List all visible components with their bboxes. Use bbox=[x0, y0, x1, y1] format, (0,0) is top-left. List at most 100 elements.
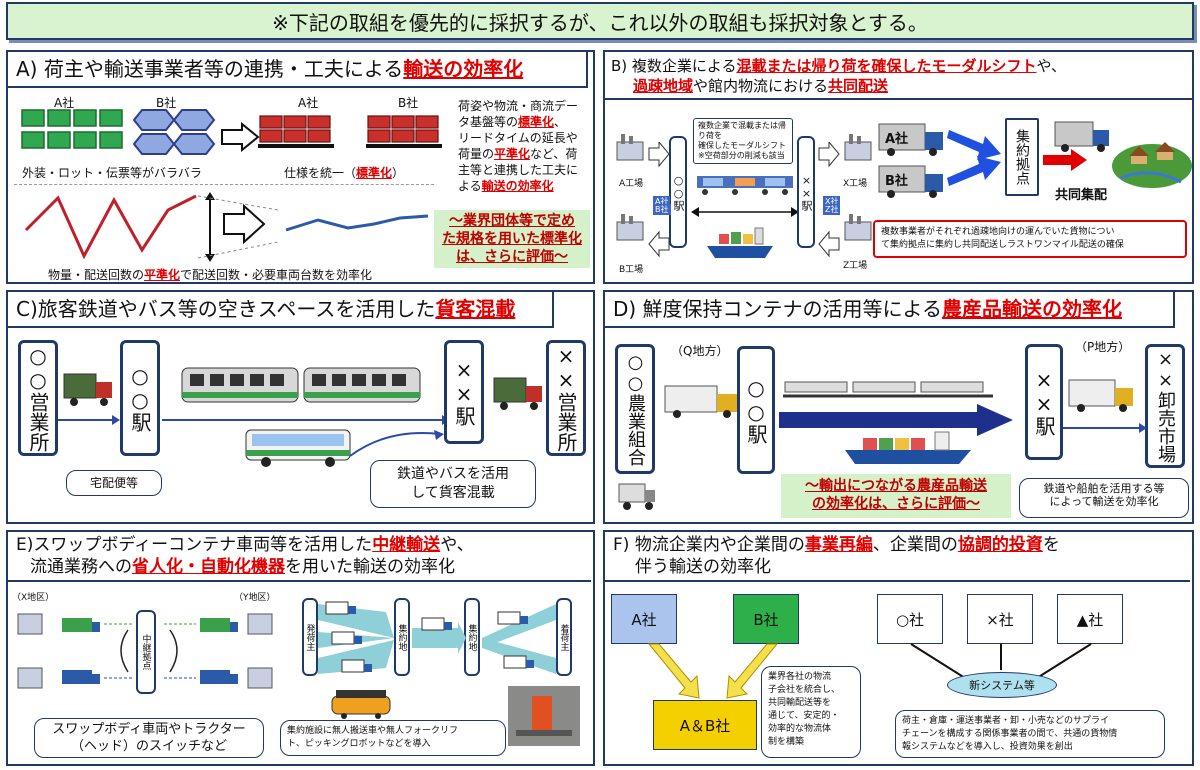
panel-d-note: 鉄道や船舶を活用する等 によって輸送を効率化 bbox=[1019, 478, 1189, 518]
company-x-box: ×社 bbox=[967, 594, 1033, 644]
station-oo: ○○駅 bbox=[669, 136, 687, 248]
truck-a-label: A社 bbox=[885, 132, 909, 147]
factory-b-icon bbox=[616, 214, 644, 241]
panel-a-title: A) 荷主や輸送事業者等の連携・工夫による輸送の効率化 bbox=[8, 52, 588, 88]
office-xx: ××営業所 bbox=[546, 340, 586, 456]
station-oo-c: ○○駅 bbox=[120, 340, 160, 456]
joint-truck-icon bbox=[1054, 121, 1109, 152]
factory-arrows-icon bbox=[648, 142, 670, 258]
hub1-box: 集約地 bbox=[394, 598, 410, 676]
factory-b-label: B工場 bbox=[619, 265, 644, 275]
station-xx: ××駅 bbox=[797, 136, 815, 248]
chart-caption: 物量・配送回数の平準化で配送回数・必要車両台数を効率化 bbox=[48, 268, 373, 282]
route-arrow-icon bbox=[58, 415, 450, 425]
big-arrow-icon bbox=[779, 404, 1013, 436]
panel-c: C)旅客鉄道やバス等の空きスペースを活用した貨客混載 ○○営業所 ○○駅 ××駅… bbox=[6, 290, 595, 524]
top-banner: ※下記の取組を優先的に採択するが、これ以外の取組も採択対象とする。 bbox=[6, 2, 1194, 40]
truck-a-icon bbox=[878, 123, 943, 156]
consignee-box: 着荷主 bbox=[556, 598, 572, 676]
bus-icon bbox=[245, 429, 351, 467]
office-oo: ○○営業所 bbox=[18, 340, 58, 456]
panel-f-title: F) 物流企業内や企業間の事業再編、企業間の協調的投資を 伴う輸送の効率化 bbox=[605, 532, 1190, 582]
container-x: X社 bbox=[823, 196, 841, 207]
company-a-box: A社 bbox=[611, 594, 677, 644]
factory-arrows-right-icon bbox=[818, 142, 840, 258]
company-b2-label: B社 bbox=[398, 96, 419, 110]
banner-text: ※下記の取組を優先的に採択するが、これ以外の取組も採択対象とする。 bbox=[272, 10, 928, 35]
system-links-icon bbox=[910, 643, 1092, 679]
panel-a-description: 荷姿や物流・商流デー タ基盤等の標準化、 リードタイムの延長や 荷量の平準化など… bbox=[458, 99, 579, 193]
panel-e: E)スワップボディーコンテナ車両等を活用した中継輸送や、 流通業務への省人化・自… bbox=[6, 530, 595, 766]
new-system-ellipse: 新システム等 bbox=[947, 672, 1057, 698]
two-way-arrow-icon bbox=[691, 207, 799, 217]
courier-truck-2-icon bbox=[493, 377, 542, 410]
bus-route-arrow-icon bbox=[349, 430, 444, 457]
coop-box: ○○農業組合 bbox=[615, 344, 655, 474]
factory-x-icon bbox=[844, 134, 872, 161]
company-b-box: B社 bbox=[733, 594, 799, 644]
investment-note: 荷主・倉庫・運送事業者・卸・小売などのサプライ チェーンを構成する関係事業者の間… bbox=[895, 710, 1165, 758]
company-b-label: B社 bbox=[156, 96, 177, 110]
relay-hub: 中継拠点 bbox=[136, 610, 156, 694]
truck-b-icon bbox=[878, 165, 943, 198]
automation-note: 集約施設に無人搬送車や無人フォークリフ ト、ピッキングロボットなどを導入 bbox=[280, 720, 506, 756]
market-box: ××卸売市場 bbox=[1145, 344, 1185, 468]
ship-icon bbox=[707, 227, 773, 258]
messy-boxes-b-icon bbox=[132, 109, 216, 155]
converge-arrows-icon bbox=[947, 130, 1001, 186]
standardized-boxes-icon bbox=[258, 115, 442, 148]
panel-d: D) 鮮度保持コンテナの活用等による農産品輸送の効率化 （Q地方） （P地方） … bbox=[603, 290, 1194, 524]
panel-f: F) 物流企業内や企業間の事業再編、企業間の協調的投資を 伴う輸送の効率化 A社… bbox=[603, 530, 1194, 766]
village-icon bbox=[1112, 142, 1192, 188]
company-t-box: ▲社 bbox=[1057, 594, 1123, 644]
reefer-truck-icon bbox=[664, 385, 737, 418]
panel-b: B) 複数企業による混載または帰り荷を確保したモーダルシフトや、 過疎地域や館内… bbox=[603, 50, 1194, 284]
market-arrow-icon bbox=[1063, 423, 1147, 433]
region-p: （P地方） bbox=[1075, 340, 1131, 354]
merge-arrows-icon bbox=[647, 643, 779, 699]
modal-shift-callout: 複数企業で混載または帰り荷を 確保したモーダルシフト ※空荷部分の削減も該当 bbox=[693, 118, 793, 164]
passenger-train-icon bbox=[181, 367, 421, 403]
export-bonus-note: ～輸出につながる農産品輸送 の効率化は、さらに評価～ bbox=[781, 474, 1011, 518]
divider bbox=[14, 184, 434, 185]
standard-bonus-note: ～業界団体等で定め た規格を用いた標準化 は、さらに評価～ bbox=[434, 210, 590, 268]
station-xx-c: ××駅 bbox=[444, 340, 484, 444]
region-q: （Q地方） bbox=[671, 344, 729, 358]
container-a: A社 bbox=[653, 196, 671, 207]
freight-train-icon bbox=[697, 176, 793, 195]
freight-train-d-icon bbox=[783, 381, 993, 398]
joint-label: 共同集配 bbox=[1055, 188, 1108, 203]
company-a2-label: A社 bbox=[298, 96, 319, 110]
panel-d-title: D) 鮮度保持コンテナの活用等による農産品輸送の効率化 bbox=[605, 292, 1175, 328]
messy-boxes-a-icon bbox=[21, 109, 123, 149]
station-xx-d: ××駅 bbox=[1025, 344, 1063, 460]
shipper-box: 発荷主 bbox=[302, 598, 318, 676]
panel-e-title: E)スワップボディーコンテナ車両等を活用した中継輸送や、 流通業務への省人化・自… bbox=[8, 532, 591, 582]
reefer-truck-2-icon bbox=[1068, 379, 1133, 412]
red-arrow-icon bbox=[1043, 149, 1087, 171]
container-b: B社 bbox=[653, 204, 671, 215]
unified-label: 仕様を統一（標準化） bbox=[284, 166, 405, 180]
mixed-load-note: 鉄道やバスを活用 して貨客混載 bbox=[370, 460, 536, 508]
truck-b-label: B社 bbox=[885, 174, 908, 189]
region-y: （Y地区） bbox=[234, 593, 276, 603]
arrow-right-icon bbox=[221, 122, 260, 152]
panel-b-note: 複数事業者がそれぞれ過疎地向けの運んでいた貨物につい て集約拠点に集約し共同配送… bbox=[873, 220, 1187, 258]
company-a-label: A社 bbox=[54, 96, 75, 110]
company-o-box: ○社 bbox=[877, 594, 943, 644]
panel-a: A) 荷主や輸送事業者等の連携・工夫による輸送の効率化 A社 B社 A社 B社 … bbox=[6, 50, 595, 284]
automation-flow-icon bbox=[318, 601, 556, 674]
company-ab-box: A＆B社 bbox=[653, 700, 757, 750]
factory-a-label: A工場 bbox=[619, 179, 644, 189]
messy-label: 外装・ロット・伝票等がバラバラ bbox=[22, 166, 202, 180]
region-x: （X地区） bbox=[12, 593, 55, 603]
agv-robot-icon bbox=[331, 690, 391, 719]
swap-body-note: スワップボディ車両やトラクター （ヘッド）のスイッチなど bbox=[34, 718, 264, 758]
container-z: Z社 bbox=[823, 204, 841, 215]
factory-a-icon bbox=[616, 134, 644, 161]
hub-box: 集約拠点 bbox=[1005, 118, 1039, 196]
factory-x-label: X工場 bbox=[843, 179, 868, 189]
courier-truck-icon bbox=[63, 373, 112, 406]
factory-z-icon bbox=[844, 214, 872, 241]
ship-d-icon bbox=[845, 431, 971, 464]
